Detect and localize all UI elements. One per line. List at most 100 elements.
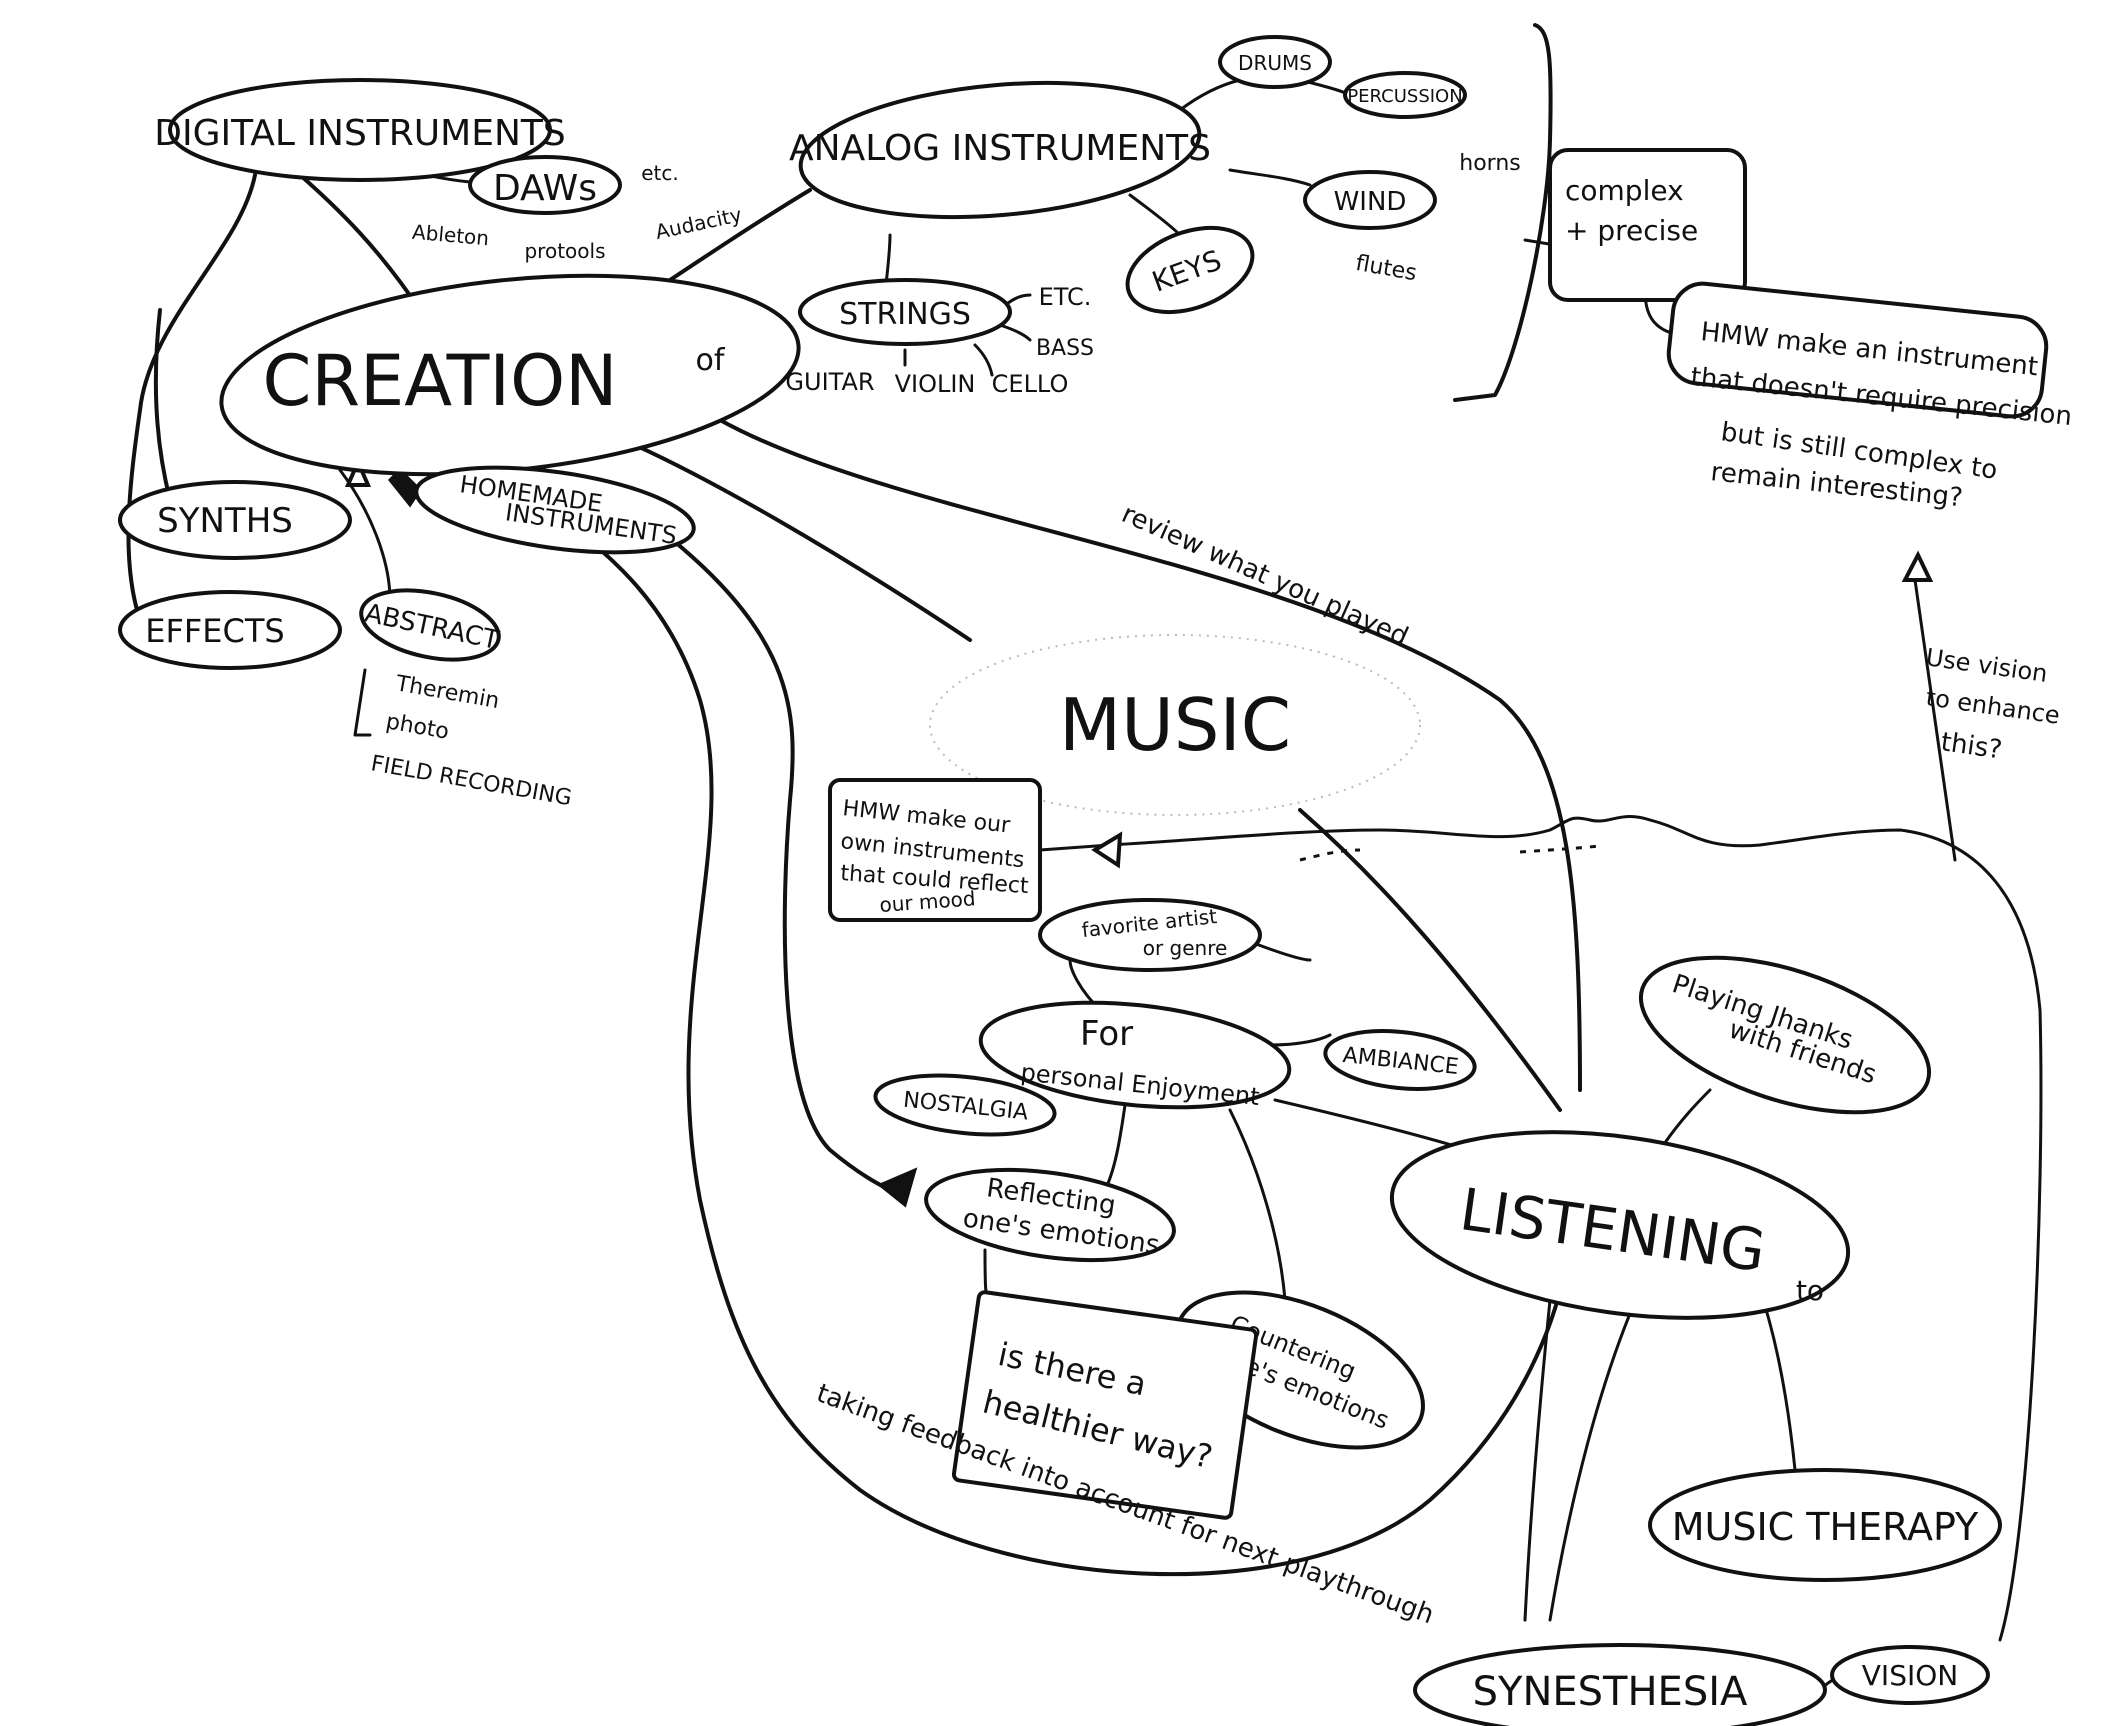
node-hmw-own[interactable]: HMW make our own instruments that could … bbox=[828, 778, 1042, 922]
node-vision[interactable]: VISION bbox=[1830, 1645, 1990, 1705]
bracket bbox=[1453, 23, 1553, 402]
connector-feedback-loop bbox=[488, 468, 1572, 1577]
vision-note: Use vision to enhance this? bbox=[1924, 643, 2061, 765]
ambiance-ellipse bbox=[1323, 1029, 1477, 1091]
connector-analog-strings bbox=[884, 233, 892, 287]
listening-ellipse bbox=[1389, 1130, 1851, 1320]
abstract-item-2: photo bbox=[384, 709, 451, 745]
connector-vision-hmw bbox=[1913, 578, 1957, 862]
wind-ellipse bbox=[1303, 170, 1437, 230]
connector-music-listening bbox=[1298, 808, 1562, 1112]
star-homemade bbox=[387, 467, 422, 508]
vision-note-line-3: this? bbox=[1939, 727, 2004, 765]
node-abstract[interactable]: ABSTRACT Theremin photo FIELD RECORDING bbox=[353, 579, 574, 811]
node-music[interactable]: MUSIC bbox=[929, 634, 1421, 816]
connector-strings-bass bbox=[998, 323, 1032, 342]
vision-ellipse bbox=[1830, 1645, 1990, 1705]
connectors bbox=[126, 23, 2043, 1692]
connector-digital-effects bbox=[126, 173, 257, 622]
arrow-creation bbox=[344, 456, 372, 487]
connector-digital-creation bbox=[298, 173, 422, 312]
abstract-item-3: FIELD RECORDING bbox=[369, 751, 574, 811]
node-hmw-instrument[interactable]: HMW make an instrument that doesn't requ… bbox=[1666, 281, 2074, 514]
node-synesthesia[interactable]: SYNESTHESIA bbox=[1413, 1643, 1827, 1726]
synesthesia-ellipse bbox=[1413, 1643, 1827, 1726]
abstract-ellipse bbox=[359, 588, 501, 662]
node-synths[interactable]: SYNTHS bbox=[118, 480, 352, 560]
node-strings[interactable]: STRINGS ETC. BASS GUITAR VIOLIN CELLO bbox=[785, 278, 1094, 398]
connector-listening-synesthesia bbox=[1548, 1288, 1642, 1622]
strings-label: STRINGS bbox=[839, 297, 971, 332]
node-effects[interactable]: EFFECTS bbox=[118, 590, 342, 670]
daw-audacity: Audacity bbox=[653, 202, 744, 244]
music-ellipse bbox=[929, 634, 1421, 816]
synesthesia-label: SYNESTHESIA bbox=[1473, 1669, 1748, 1715]
hmw-own-rect bbox=[828, 778, 1042, 922]
node-drums[interactable]: DRUMS bbox=[1218, 35, 1332, 89]
music-label: MUSIC bbox=[1059, 683, 1291, 767]
drums-ellipse bbox=[1218, 35, 1332, 89]
hmw-instrument-rect bbox=[1666, 281, 2049, 419]
node-ambiance[interactable]: AMBIANCE bbox=[1322, 1024, 1477, 1095]
healthier-rect bbox=[951, 1290, 1259, 1520]
complex-line-1: complex bbox=[1565, 174, 1684, 207]
percussion-label: PERCUSSION bbox=[1347, 86, 1462, 107]
node-homemade[interactable]: HOMEMADE INSTRUMENTS bbox=[411, 453, 699, 567]
vision-note-line-1: Use vision bbox=[1924, 643, 2049, 688]
connector-creation-abstract bbox=[338, 468, 392, 602]
node-creation[interactable]: CREATION of bbox=[212, 250, 809, 500]
connector-homemade-reflecting bbox=[618, 498, 892, 1192]
node-listening[interactable]: LISTENING to bbox=[1380, 1106, 1860, 1344]
cello-label: CELLO bbox=[992, 370, 1069, 398]
vision-label: VISION bbox=[1862, 1659, 1958, 1692]
connector-digital-synths bbox=[153, 308, 172, 502]
node-nostalgia[interactable]: NOSTALGIA bbox=[873, 1068, 1058, 1143]
therapy-ellipse bbox=[1648, 1468, 2002, 1582]
complex-box-rect bbox=[1548, 148, 1747, 302]
daw-protools: protools bbox=[524, 239, 605, 263]
node-percussion[interactable]: PERCUSSION bbox=[1343, 71, 1467, 119]
keys-ellipse bbox=[1125, 225, 1255, 315]
node-daws[interactable]: DAWs etc. Ableton protools Audacity bbox=[411, 155, 744, 263]
connector-analog-wind bbox=[1228, 168, 1312, 187]
digital-label: DIGITAL INSTRUMENTS bbox=[154, 113, 566, 154]
flutes-label: flutes bbox=[1354, 251, 1419, 286]
node-analog-instruments[interactable]: ANALOG INSTRUMENTS bbox=[789, 68, 1211, 232]
connector-personal-countering bbox=[1228, 1108, 1287, 1302]
dotted-left bbox=[1299, 848, 1361, 862]
listening-suffix: to bbox=[1796, 1274, 1824, 1307]
connector-personal-ambiance bbox=[1268, 1033, 1332, 1047]
drums-label: DRUMS bbox=[1238, 51, 1312, 75]
bass-label: BASS bbox=[1036, 336, 1094, 361]
node-reflecting[interactable]: Reflecting one's emotions bbox=[920, 1156, 1179, 1274]
creation-suffix: of bbox=[696, 343, 726, 378]
wind-label: WIND bbox=[1334, 187, 1407, 217]
node-complex-box[interactable]: complex + precise bbox=[1548, 148, 1747, 302]
vision-note-line-2: to enhance bbox=[1924, 683, 2061, 729]
strings-etc: ETC. bbox=[1039, 283, 1092, 311]
effects-ellipse bbox=[118, 590, 342, 670]
connector-right-loop bbox=[1108, 815, 2043, 1642]
node-favorite[interactable]: favorite artist or genre bbox=[1038, 898, 1262, 972]
node-music-therapy[interactable]: MUSIC THERAPY bbox=[1648, 1468, 2002, 1582]
favorite-line-2: or genre bbox=[1143, 936, 1228, 960]
personal-line-1: For bbox=[1080, 1014, 1133, 1054]
abstract-bullet bbox=[353, 668, 372, 737]
node-playing-friends[interactable]: Playing Jhanks with friends bbox=[1622, 927, 1947, 1143]
connector-review bbox=[718, 418, 1582, 1092]
node-wind[interactable]: WIND horns flutes bbox=[1303, 151, 1521, 286]
effects-label: EFFECTS bbox=[145, 612, 284, 650]
personal-ellipse bbox=[978, 1000, 1292, 1110]
violin-label: VIOLIN bbox=[895, 370, 976, 398]
node-healthier[interactable]: is there a healthier way? bbox=[951, 1290, 1259, 1520]
node-keys[interactable]: KEYS bbox=[1116, 212, 1264, 328]
complex-line-2: + precise bbox=[1565, 214, 1698, 247]
connector-listening-synesthesia-2 bbox=[1523, 1298, 1552, 1622]
percussion-ellipse bbox=[1343, 71, 1467, 119]
arrow-reflecting bbox=[877, 1167, 918, 1208]
daws-ellipse bbox=[468, 155, 622, 215]
arrow-hmw-own bbox=[1091, 831, 1123, 869]
connector-analog-drums bbox=[1178, 78, 1242, 112]
node-digital-instruments[interactable]: DIGITAL INSTRUMENTS bbox=[154, 78, 566, 182]
